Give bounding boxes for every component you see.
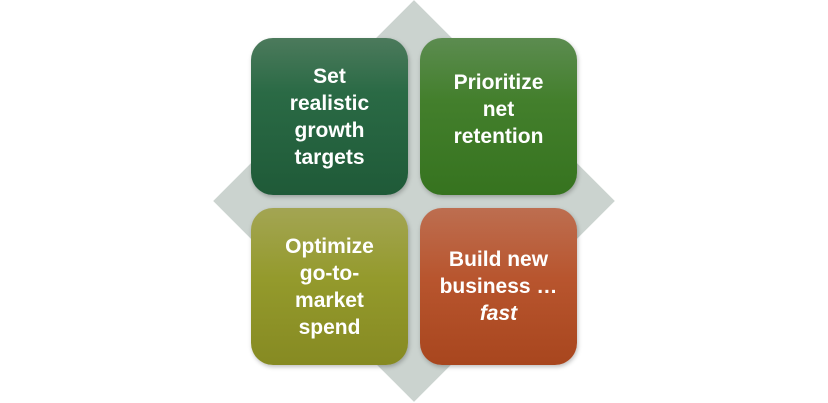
quadrant-text-line: Build new — [448, 248, 549, 271]
quadrant-new-business: Build new business … fast — [420, 208, 577, 365]
quadrant-text-line: market — [295, 288, 364, 312]
quadrant-text-line: business … — [439, 275, 558, 298]
quadrant-text-line: spend — [298, 315, 361, 339]
quadrant-text-line: Optimize — [285, 234, 374, 258]
quadrant-text-emphasis: fast — [479, 302, 518, 325]
quadrant-net-retention: Prioritize net retention — [420, 38, 577, 195]
quadrant-text-line: Set — [313, 64, 346, 88]
quadrant-text-line: Prioritize — [453, 71, 544, 94]
quadrant-text-line: net — [482, 98, 515, 121]
quadrant-go-to-market: Optimize go-to- market spend — [251, 208, 408, 365]
quadrant-text-line: go-to- — [299, 261, 360, 285]
quadrant-text-line: targets — [294, 145, 365, 169]
quadrant-text-line: retention — [453, 125, 544, 148]
quadrant-growth-targets: Set realistic growth targets — [251, 38, 408, 195]
quadrant-text-line: realistic — [289, 91, 370, 115]
quadrant-text-line: growth — [294, 118, 365, 142]
